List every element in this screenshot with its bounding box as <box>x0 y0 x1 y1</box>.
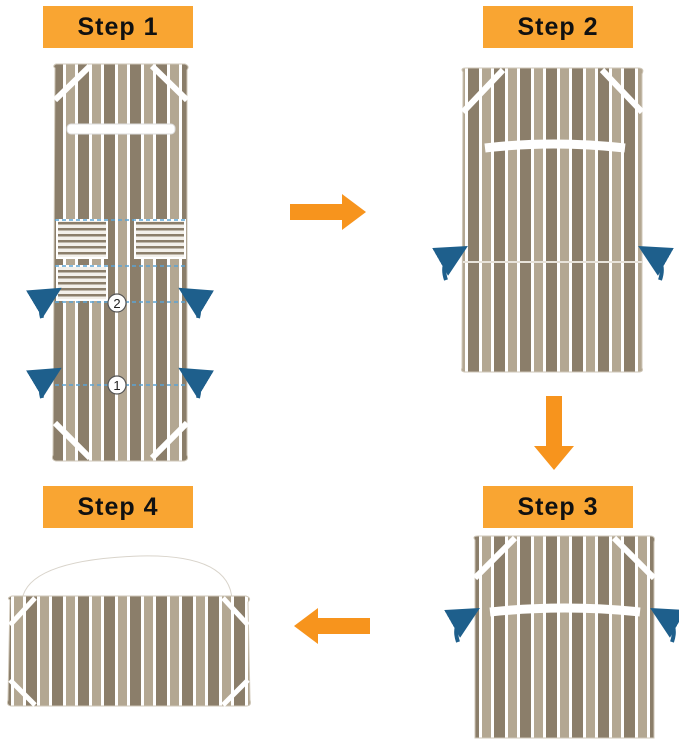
fold-arrows-step-3 <box>444 608 679 643</box>
arrow-right-icon <box>290 194 366 230</box>
step-1-label: Step 1 <box>43 6 193 48</box>
fold-arrows-step-1 <box>26 287 214 399</box>
step-1-towel <box>51 63 190 462</box>
fold-arrows-step-2 <box>432 246 674 281</box>
arrow-down-icon <box>534 396 574 470</box>
step-4-label: Step 4 <box>43 486 193 528</box>
step-2-towel <box>460 67 645 373</box>
step-2-label: Step 2 <box>483 6 633 48</box>
arrow-left-icon <box>294 608 370 644</box>
fold-marker-2: 2 <box>107 293 127 313</box>
svg-text:1: 1 <box>113 378 120 393</box>
step-3-label: Step 3 <box>483 486 633 528</box>
fold-marker-1: 1 <box>107 375 127 395</box>
svg-text:2: 2 <box>113 296 120 311</box>
step-3-towel <box>472 535 657 739</box>
step-4-pillow <box>7 548 251 707</box>
